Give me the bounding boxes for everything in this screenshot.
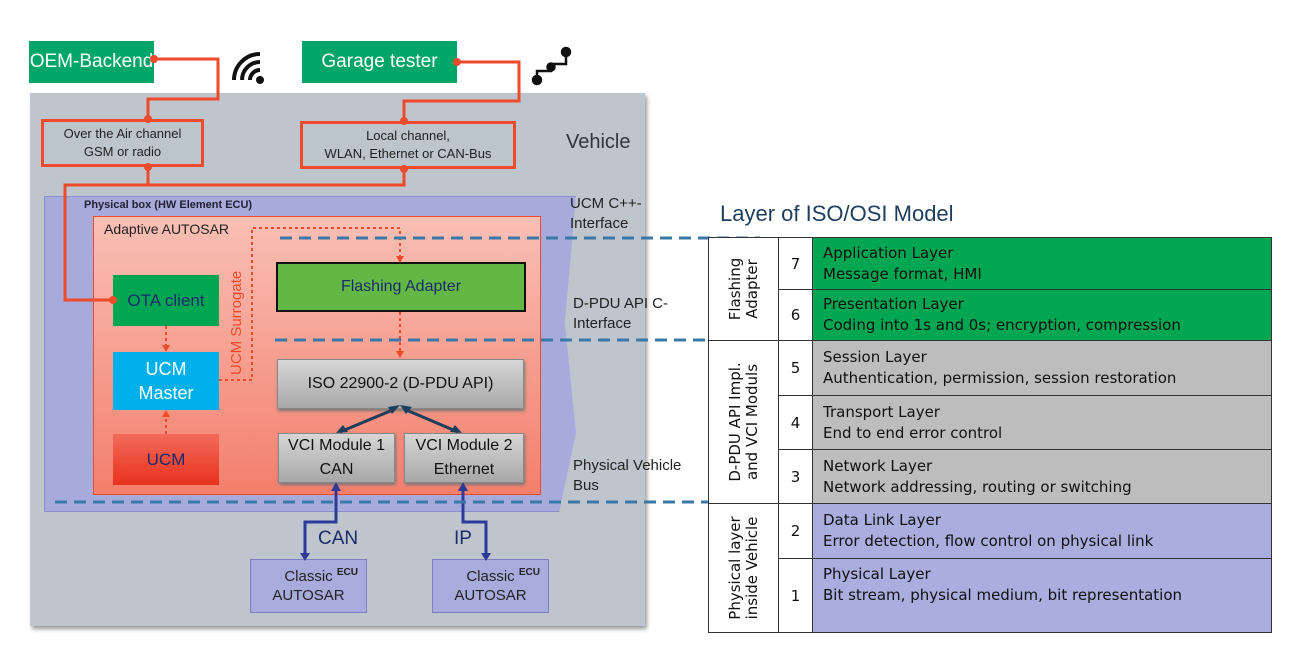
ucm-interface-line2: Interface	[570, 215, 629, 232]
vehicle-label: Vehicle	[566, 131, 631, 153]
ota-channel-line2: GSM or radio	[83, 144, 162, 159]
osi-dashed-lines	[55, 236, 760, 504]
ucm-master-box: UCM Master	[113, 352, 219, 410]
ota-channel-line1: Over the Air channel	[63, 126, 182, 141]
red-dots	[109, 55, 461, 304]
dpdu-interface-line1: D-PDU API C-	[573, 295, 669, 312]
ecu-tag-1: ECU	[336, 567, 358, 578]
layer-number: 4	[778, 395, 813, 450]
local-channel-line1: Local channel,	[366, 128, 450, 143]
classic-autosar-ecu-2: ECU Classic AUTOSAR	[432, 559, 549, 613]
local-channel-line2: WLAN, Ethernet or CAN-Bus	[324, 146, 492, 161]
dotted-arrowheads	[162, 256, 404, 417]
dpdu-interface-line2: Interface	[573, 315, 632, 332]
wifi-icon	[232, 52, 264, 84]
layer-number: 5	[778, 340, 813, 396]
can-label: CAN	[318, 528, 359, 549]
oem-backend-box: OEM-Backend	[29, 41, 154, 83]
physical-bus-line2: Bus	[573, 477, 599, 494]
osi-title: Layer of ISO/OSI Model	[720, 201, 954, 226]
bus-links	[303, 487, 488, 556]
vci2-line2: Ethernet	[433, 461, 495, 478]
layer-number: 2	[778, 503, 813, 559]
ucm-box: UCM	[113, 434, 219, 485]
dpdu-interface-label: D-PDU API C- Interface	[573, 294, 668, 334]
ucm-interface-label: UCM C++- Interface	[570, 194, 642, 234]
ucm-interface-line1: UCM C++-	[570, 195, 642, 212]
red-links	[63, 57, 521, 302]
network-icon	[531, 46, 572, 86]
garage-tester-box: Garage tester	[302, 41, 457, 83]
physical-bus-label: Physical Vehicle Bus	[573, 456, 681, 496]
vci-module-1-box: VCI Module 1 CAN	[278, 433, 395, 483]
iso-22900-box: ISO 22900-2 (D-PDU API)	[277, 359, 524, 409]
vci1-line1: VCI Module 1	[288, 437, 385, 454]
layer-number: 1	[778, 558, 813, 633]
iso-vci-arrows	[339, 407, 459, 434]
group-dpdu-vci: D-PDU API Impl.and VCI Moduls	[708, 340, 779, 504]
vci1-line2: CAN	[319, 461, 354, 478]
layer-number: 3	[778, 449, 813, 504]
classic1-line2: AUTOSAR	[272, 587, 345, 604]
ota-client-box: OTA client	[113, 275, 219, 326]
flashing-adapter-box: Flashing Adapter	[276, 262, 526, 312]
ucm-master-line1: UCM	[145, 359, 187, 379]
classic2-line1: Classic	[466, 568, 515, 585]
local-channel-box: Local channel, WLAN, Ethernet or CAN-Bus	[300, 121, 516, 169]
ecu-tag-2: ECU	[518, 567, 540, 578]
layer-number: 6	[778, 289, 813, 341]
vci2-line1: VCI Module 2	[415, 437, 513, 454]
physical-box-label: Physical box (HW Element ECU)	[84, 199, 253, 211]
layer-number: 7	[778, 237, 813, 290]
dotted-links	[165, 227, 401, 434]
vci-module-2-box: VCI Module 2 Ethernet	[404, 433, 524, 483]
ip-label: IP	[454, 528, 472, 549]
classic1-line1: Classic	[284, 568, 333, 585]
classic-autosar-ecu-1: ECU Classic AUTOSAR	[250, 559, 367, 613]
ucm-master-line2: Master	[138, 383, 194, 403]
classic2-line2: AUTOSAR	[454, 587, 527, 604]
adaptive-autosar-label: Adaptive AUTOSAR	[104, 221, 230, 237]
ota-channel-box: Over the Air channel GSM or radio	[41, 119, 204, 167]
physical-bus-line1: Physical Vehicle	[573, 457, 682, 474]
table-row: D-PDU API Impl.and VCI Moduls 5 Session …	[708, 340, 1272, 504]
